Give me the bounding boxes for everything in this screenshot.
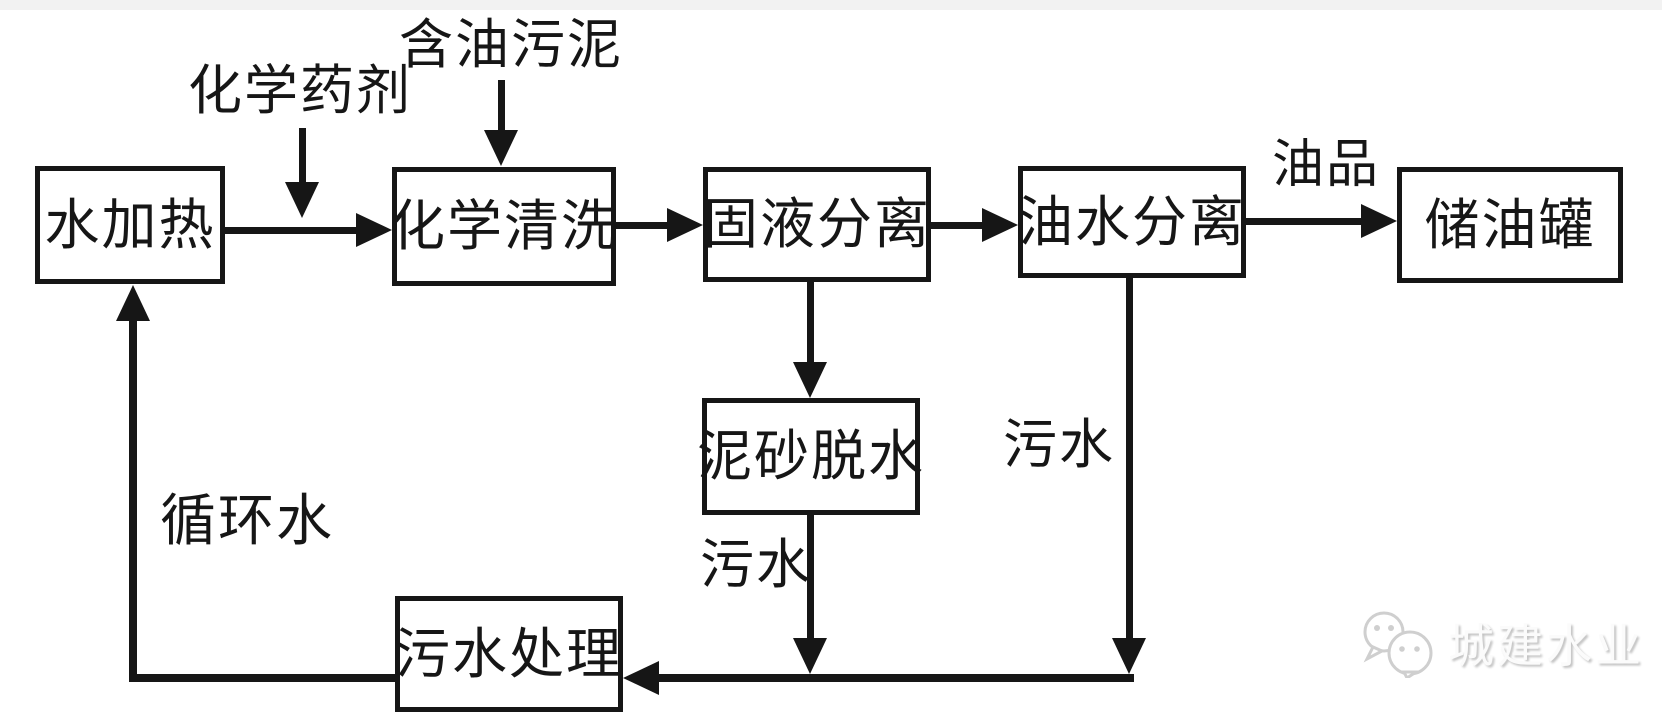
label-circulating-water: 循环水	[160, 491, 334, 553]
edge-solidliquid-oilwater-line	[931, 222, 987, 229]
edge-dewatering-sewage-arrowhead	[793, 638, 827, 674]
edge-oilwater-sewage-line	[1126, 278, 1133, 640]
edge-waterheating-cleaning-line	[225, 227, 360, 234]
wechat-icon	[1360, 608, 1438, 683]
node-sludge-sand-dewatering: 泥砂脱水	[697, 398, 923, 515]
node-wastewater-treatment: 污水处理	[395, 596, 623, 712]
label-wastewater-left: 污水	[700, 535, 812, 595]
edge-collector-sewage-line	[656, 674, 1134, 682]
node-oil-storage-tank: 储油罐	[1397, 167, 1623, 283]
page-top-strip	[0, 0, 1662, 10]
edge-solidliquid-oilwater-arrowhead	[982, 208, 1018, 242]
edge-oilysludge-cleaning-arrowhead	[484, 130, 518, 166]
edge-oilwater-tank-arrowhead	[1361, 204, 1397, 238]
edge-sewage-waterheating-arrowhead	[116, 285, 150, 321]
edge-oilysludge-cleaning-line	[498, 80, 505, 132]
label-wastewater-right: 污水	[1003, 415, 1115, 475]
label-chemical-agent: 化学药剂	[188, 61, 412, 121]
node-water-heating: 水加热	[35, 166, 225, 284]
edge-collector-sewage-arrowhead	[623, 661, 659, 695]
edge-solidliquid-dewatering-arrowhead	[793, 362, 827, 398]
watermark: 城建水业	[1360, 608, 1644, 683]
watermark-text: 城建水业	[1448, 619, 1644, 672]
node-oil-water-separation: 油水分离	[1018, 166, 1246, 278]
edge-dewatering-sewage-line	[807, 515, 814, 640]
edge-cleaning-solidliquid-line	[616, 222, 672, 229]
edge-chemicalagent-line	[299, 128, 306, 184]
edge-sewage-waterheating-hline	[130, 674, 395, 682]
node-solid-liquid-separation: 固液分离	[703, 167, 931, 282]
edge-solidliquid-dewatering-line	[807, 282, 814, 364]
edge-waterheating-cleaning-arrowhead	[356, 213, 392, 247]
edge-oilwater-sewage-arrowhead	[1112, 638, 1146, 674]
edge-cleaning-solidliquid-arrowhead	[667, 208, 703, 242]
edge-oilwater-tank-line	[1246, 218, 1366, 225]
edge-chemicalagent-arrowhead	[285, 182, 319, 218]
label-oil-product: 油品	[1272, 137, 1381, 194]
edge-sewage-waterheating-vline	[129, 321, 137, 682]
node-chemical-cleaning: 化学清洗	[390, 167, 616, 286]
label-oily-sludge: 含油污泥	[399, 15, 623, 75]
